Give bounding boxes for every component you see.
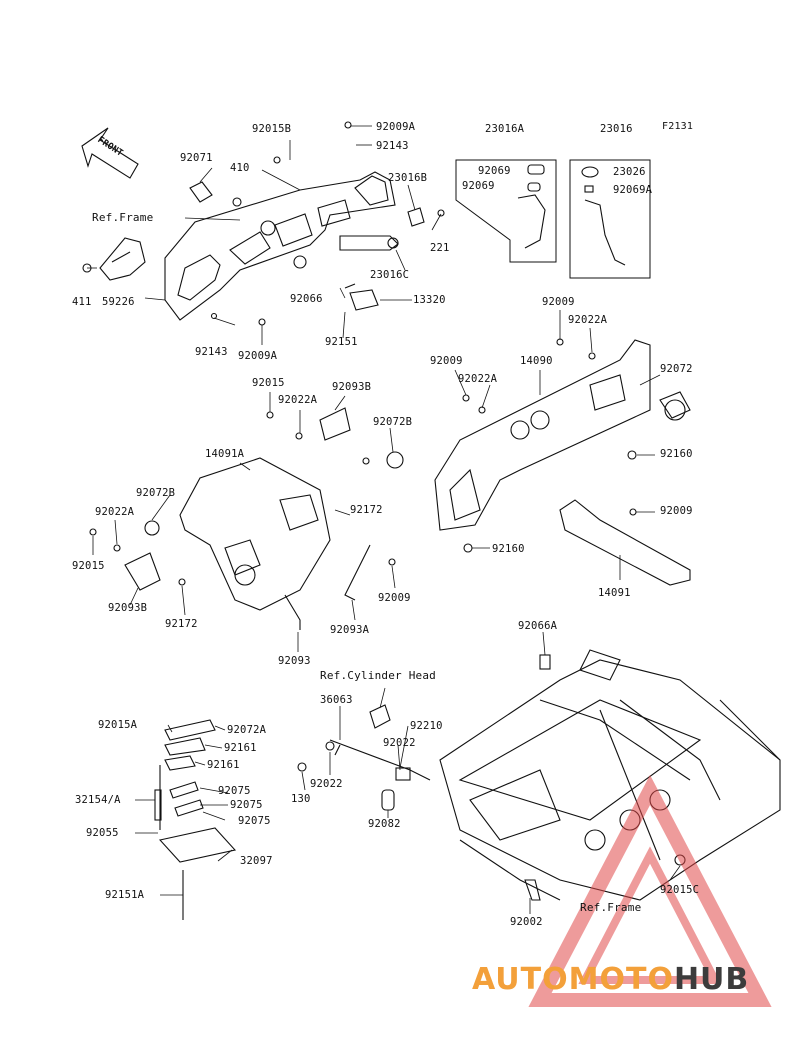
- part-label: 92022A: [568, 314, 608, 326]
- part-label: 92093: [278, 655, 311, 667]
- part-label: 92072B: [373, 416, 413, 428]
- part-label: 92072: [660, 363, 693, 375]
- part-label: 32154/A: [75, 794, 121, 806]
- part-label: 92022A: [458, 373, 498, 385]
- part-label: 92066: [290, 293, 323, 305]
- part-label: 92015: [72, 560, 105, 572]
- part-label: 92075: [230, 799, 263, 811]
- part-label: 92093B: [108, 602, 148, 614]
- part-label: 92151: [325, 336, 358, 348]
- part-label: 92161: [207, 759, 240, 771]
- part-label: 92015: [252, 377, 285, 389]
- part-label: 411: [72, 296, 92, 308]
- part-label: 92009: [660, 505, 693, 517]
- part-label: 92161: [224, 742, 257, 754]
- part-label: 92075: [238, 815, 271, 827]
- part-label: 92066A: [518, 620, 558, 632]
- part-label: 13320: [413, 294, 446, 306]
- part-label: 130: [291, 793, 311, 805]
- part-label: 32097: [240, 855, 273, 867]
- cap-92071: [189, 181, 213, 203]
- part-label: 92172: [350, 504, 383, 516]
- part-label: 92143: [195, 346, 228, 358]
- part-label: 92022A: [278, 394, 318, 406]
- part-label: 92009: [378, 592, 411, 604]
- watermark-triangle-icon: [528, 774, 772, 1007]
- watermark-logo: AUTOMOTOHUB: [472, 962, 749, 997]
- part-label: 23026: [613, 166, 646, 178]
- part-label: 92210: [410, 720, 443, 732]
- watermark-part1: AUTOMOTO: [472, 962, 674, 997]
- part-label: 59226: [102, 296, 135, 308]
- part-label: 92160: [492, 543, 525, 555]
- part-label: 92151A: [105, 889, 145, 901]
- part-label: 92069: [462, 180, 495, 192]
- lower-panel-part: [179, 457, 331, 611]
- part-label: 92015B: [252, 123, 292, 135]
- part-label: 92015C: [660, 884, 700, 896]
- part-label: 92069: [478, 165, 511, 177]
- part-label: 92069A: [613, 184, 653, 196]
- left-bracket-part: [99, 237, 146, 281]
- part-label: 92072A: [227, 724, 267, 736]
- part-label: 23016C: [370, 269, 410, 281]
- part-label: 92082: [368, 818, 401, 830]
- part-label: 23016B: [388, 172, 428, 184]
- part-label: 23016A: [485, 123, 525, 135]
- part-label: 14091: [598, 587, 631, 599]
- part-label: 92009A: [376, 121, 416, 133]
- ref-frame-top: Ref.Frame: [92, 211, 154, 224]
- part-label: 36063: [320, 694, 353, 706]
- part-label: 92055: [86, 827, 119, 839]
- part-label: 92009A: [238, 350, 278, 362]
- front-panel-part: [164, 171, 396, 321]
- front-arrow-icon: [81, 127, 139, 179]
- part-label: 92009: [430, 355, 463, 367]
- part-label: 92071: [180, 152, 213, 164]
- part-label: 92072B: [136, 487, 176, 499]
- part-label: 92093A: [330, 624, 370, 636]
- rear-panel-part: [434, 339, 691, 531]
- part-label: 23016: [600, 123, 633, 135]
- part-label: 92009: [542, 296, 575, 308]
- part-label: 14090: [520, 355, 553, 367]
- part-label: 92093B: [332, 381, 372, 393]
- part-label: 92160: [660, 448, 693, 460]
- part-label: 92022A: [95, 506, 135, 518]
- part-label: 92172: [165, 618, 198, 630]
- ref-frame-bottom: Ref.Frame: [580, 901, 642, 914]
- part-label: 14091A: [205, 448, 245, 460]
- figure-code: F2131: [662, 121, 694, 132]
- part-label: 410: [230, 162, 250, 174]
- part-label: 92143: [376, 140, 409, 152]
- main-frame-part: [439, 649, 781, 901]
- part-label: 92075: [218, 785, 251, 797]
- part-label: 92022: [310, 778, 343, 790]
- part-label: 221: [430, 242, 450, 254]
- part-label: 92002: [510, 916, 543, 928]
- part-label: 92022: [383, 737, 416, 749]
- watermark-part2: HUB: [673, 962, 750, 997]
- part-label: 92015A: [98, 719, 138, 731]
- ref-cylinder-head: Ref.Cylinder Head: [320, 669, 436, 682]
